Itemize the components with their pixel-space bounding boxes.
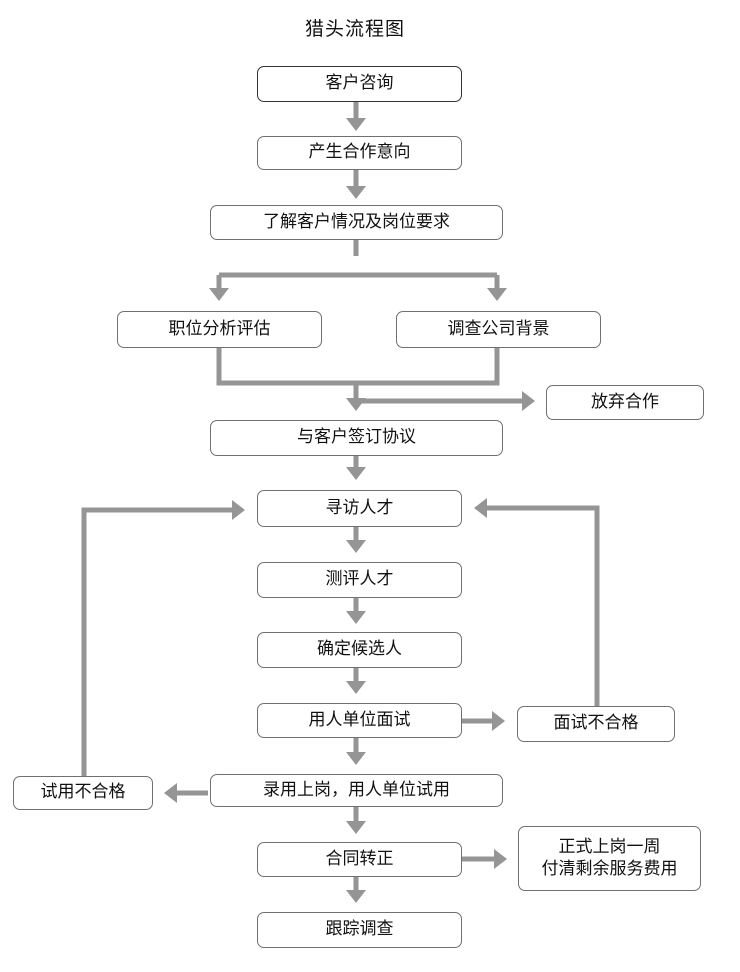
node-candidate-label: 确定候选人 — [317, 639, 402, 660]
diagram-title: 猎头流程图 — [304, 18, 405, 40]
node-contract: 合同转正 — [257, 842, 462, 877]
node-analysis-label: 职位分析评估 — [168, 318, 271, 339]
node-hire-label: 录用上岗，用人单位试用 — [263, 779, 450, 800]
node-payment-label: 正式上岗一周 付清剩余服务费用 — [541, 837, 678, 879]
node-analysis: 职位分析评估 — [117, 311, 322, 348]
node-candidate: 确定候选人 — [257, 632, 462, 668]
node-trial-fail-label: 试用不合格 — [40, 782, 126, 803]
node-trial-fail: 试用不合格 — [13, 776, 153, 810]
node-agreement: 与客户签订协议 — [210, 420, 503, 456]
node-payment: 正式上岗一周 付清剩余服务费用 — [518, 826, 701, 891]
node-contract-label: 合同转正 — [325, 848, 394, 869]
node-background: 调查公司背景 — [396, 311, 601, 348]
node-consult-label: 客户咨询 — [325, 73, 394, 94]
line-merge — [216, 348, 500, 386]
node-followup: 跟踪调查 — [257, 912, 462, 948]
node-search: 寻访人才 — [257, 490, 462, 527]
node-interview-fail: 面试不合格 — [517, 706, 675, 742]
node-intent: 产生合作意向 — [257, 136, 462, 170]
node-interview: 用人单位面试 — [257, 703, 462, 738]
node-interview-label: 用人单位面试 — [308, 709, 411, 730]
node-abandon-label: 放弃合作 — [591, 391, 659, 412]
loop-trial-fail-search — [81, 500, 245, 776]
node-consult: 客户咨询 — [257, 66, 462, 102]
node-followup-label: 跟踪调查 — [325, 919, 394, 940]
node-interview-fail-label: 面试不合格 — [553, 713, 639, 734]
node-understand-label: 了解客户情况及岗位要求 — [263, 211, 450, 232]
node-search-label: 寻访人才 — [325, 497, 394, 518]
node-assess-label: 测评人才 — [325, 569, 394, 590]
node-background-label: 调查公司背景 — [447, 318, 550, 339]
node-abandon: 放弃合作 — [546, 385, 704, 420]
node-agreement-label: 与客户签订协议 — [297, 427, 416, 448]
loop-interview-fail-search — [474, 498, 600, 706]
node-hire: 录用上岗，用人单位试用 — [210, 774, 503, 807]
node-understand: 了解客户情况及岗位要求 — [210, 205, 503, 240]
node-assess: 测评人才 — [257, 562, 462, 598]
node-intent-label: 产生合作意向 — [308, 142, 411, 163]
